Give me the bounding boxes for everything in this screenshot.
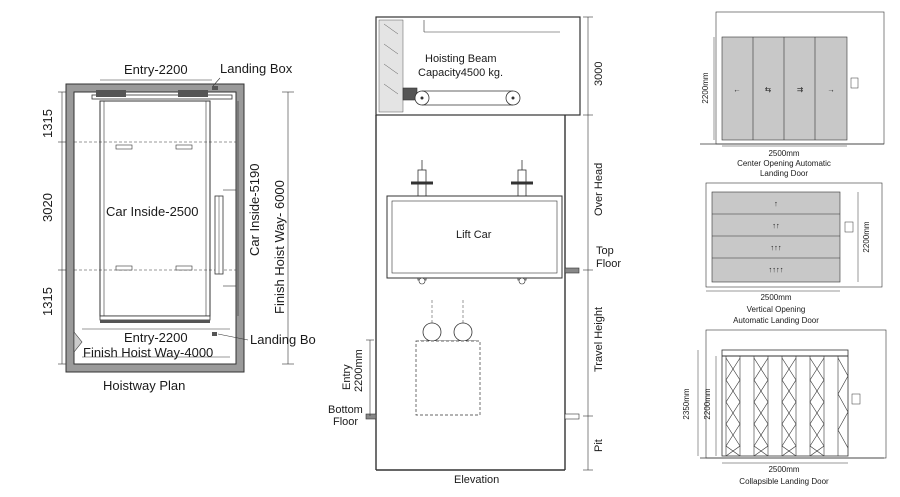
- arrow-up-2-icon: ↑↑: [772, 221, 780, 230]
- machine-room-wall-hatch: [378, 19, 404, 113]
- vertical-door-caption-2: Automatic Landing Door: [733, 316, 819, 325]
- elevation-caption: Elevation: [454, 474, 499, 486]
- collapsible-door-height-outer: 2350mm: [682, 388, 691, 419]
- elevation-top-floor-2: Floor: [596, 258, 621, 270]
- top-door-panel-right: [178, 90, 208, 97]
- elevation-capacity-label: Capacity4500 kg.: [418, 67, 503, 79]
- plan-car-inside-depth: Car Inside-5190: [247, 164, 262, 257]
- elevation-bottom-floor-1: Bottom: [328, 404, 363, 416]
- collapsible-gate-lattice: [725, 356, 849, 457]
- plan-caption: Hoistway Plan: [103, 378, 185, 393]
- plan-dim-1315-bottom: 1315: [40, 287, 55, 316]
- arrows-right-double-icon: ⇉: [797, 85, 804, 94]
- bottom-sill: [99, 315, 211, 321]
- plan-landing-box-top-label: Landing Box: [220, 61, 293, 76]
- arrow-up-1-icon: ↑: [774, 199, 778, 208]
- hoistway-plan: [58, 77, 294, 373]
- collapsible-gate-frame: [721, 349, 849, 457]
- plan-entry-top-label: Entry-2200: [124, 62, 188, 77]
- plan-finish-hoistway-width: Finish Hoist Way-4000: [83, 345, 213, 360]
- elevation-dim-3000: 3000: [593, 62, 605, 86]
- elevation-lift-car-label: Lift Car: [456, 229, 492, 241]
- counterweight-frame: [415, 340, 481, 416]
- center-door-caption-2: Landing Door: [760, 169, 808, 178]
- collapsible-door: [697, 329, 887, 464]
- call-button-panel: [850, 77, 859, 89]
- elevation-hoisting-beam-label: Hoisting Beam: [425, 53, 497, 65]
- elevation-bottom-floor-2: Floor: [333, 416, 358, 428]
- bottom-floor-ledge: [365, 413, 377, 420]
- elevation-entry-2: 2200mm: [353, 349, 365, 392]
- elevation-over-head-label: Over Head: [593, 163, 605, 216]
- arrow-up-4-icon: ↑↑↑↑: [769, 265, 784, 274]
- landing-box-bottom-marker: [212, 332, 217, 336]
- vertical-door-width: 2500mm: [760, 293, 791, 302]
- elevation-top-floor-1: Top: [596, 245, 614, 257]
- plan-car-inside-width: Car Inside-2500: [106, 204, 199, 219]
- vertical-opening-door: [705, 182, 883, 292]
- vertical-door-height: 2200mm: [862, 221, 871, 252]
- landing-box-top-marker: [212, 86, 218, 90]
- center-door-height: 2200mm: [701, 72, 710, 103]
- call-button-panel-2: [844, 221, 854, 233]
- center-door-panels: [721, 36, 848, 141]
- plan-finish-hoistway-depth: Finish Hoist Way- 6000: [272, 180, 287, 314]
- collapsible-door-caption: Collapsible Landing Door: [739, 477, 829, 486]
- pulley-right: [453, 322, 473, 342]
- top-sill: [91, 94, 233, 100]
- call-button-panel-3: [851, 393, 861, 405]
- car-inside: [99, 100, 211, 317]
- plan-dim-1315-top: 1315: [40, 109, 55, 138]
- arrow-up-3-icon: ↑↑↑: [770, 243, 781, 252]
- elevation: [365, 16, 593, 471]
- arrow-right-icon: →: [827, 85, 835, 94]
- center-door-caption-1: Center Opening Automatic: [737, 159, 831, 168]
- center-door-width: 2500mm: [768, 149, 799, 158]
- plan-landing-box-bottom-label: Landing Bo: [250, 332, 316, 347]
- top-floor-ledge: [564, 267, 580, 274]
- plan-entry-bottom-label: Entry-2200: [124, 330, 188, 345]
- top-door-panel-left: [96, 90, 126, 97]
- arrows-left-double-icon: ⇆: [765, 85, 772, 94]
- elevation-travel-height-label: Travel Height: [593, 307, 605, 372]
- arrow-left-icon: ←: [733, 85, 741, 94]
- pulley-left: [422, 322, 442, 342]
- center-opening-door: [700, 11, 885, 147]
- collapsible-door-height-inner: 2200mm: [703, 388, 712, 419]
- vertical-door-panels: [711, 191, 841, 283]
- elevation-pit-label: Pit: [593, 439, 605, 452]
- vertical-door-caption-1: Vertical Opening: [747, 305, 806, 314]
- elevation-entry-1: Entry: [341, 364, 353, 390]
- collapsible-door-width: 2500mm: [768, 465, 799, 474]
- plan-dim-3020: 3020: [40, 193, 55, 222]
